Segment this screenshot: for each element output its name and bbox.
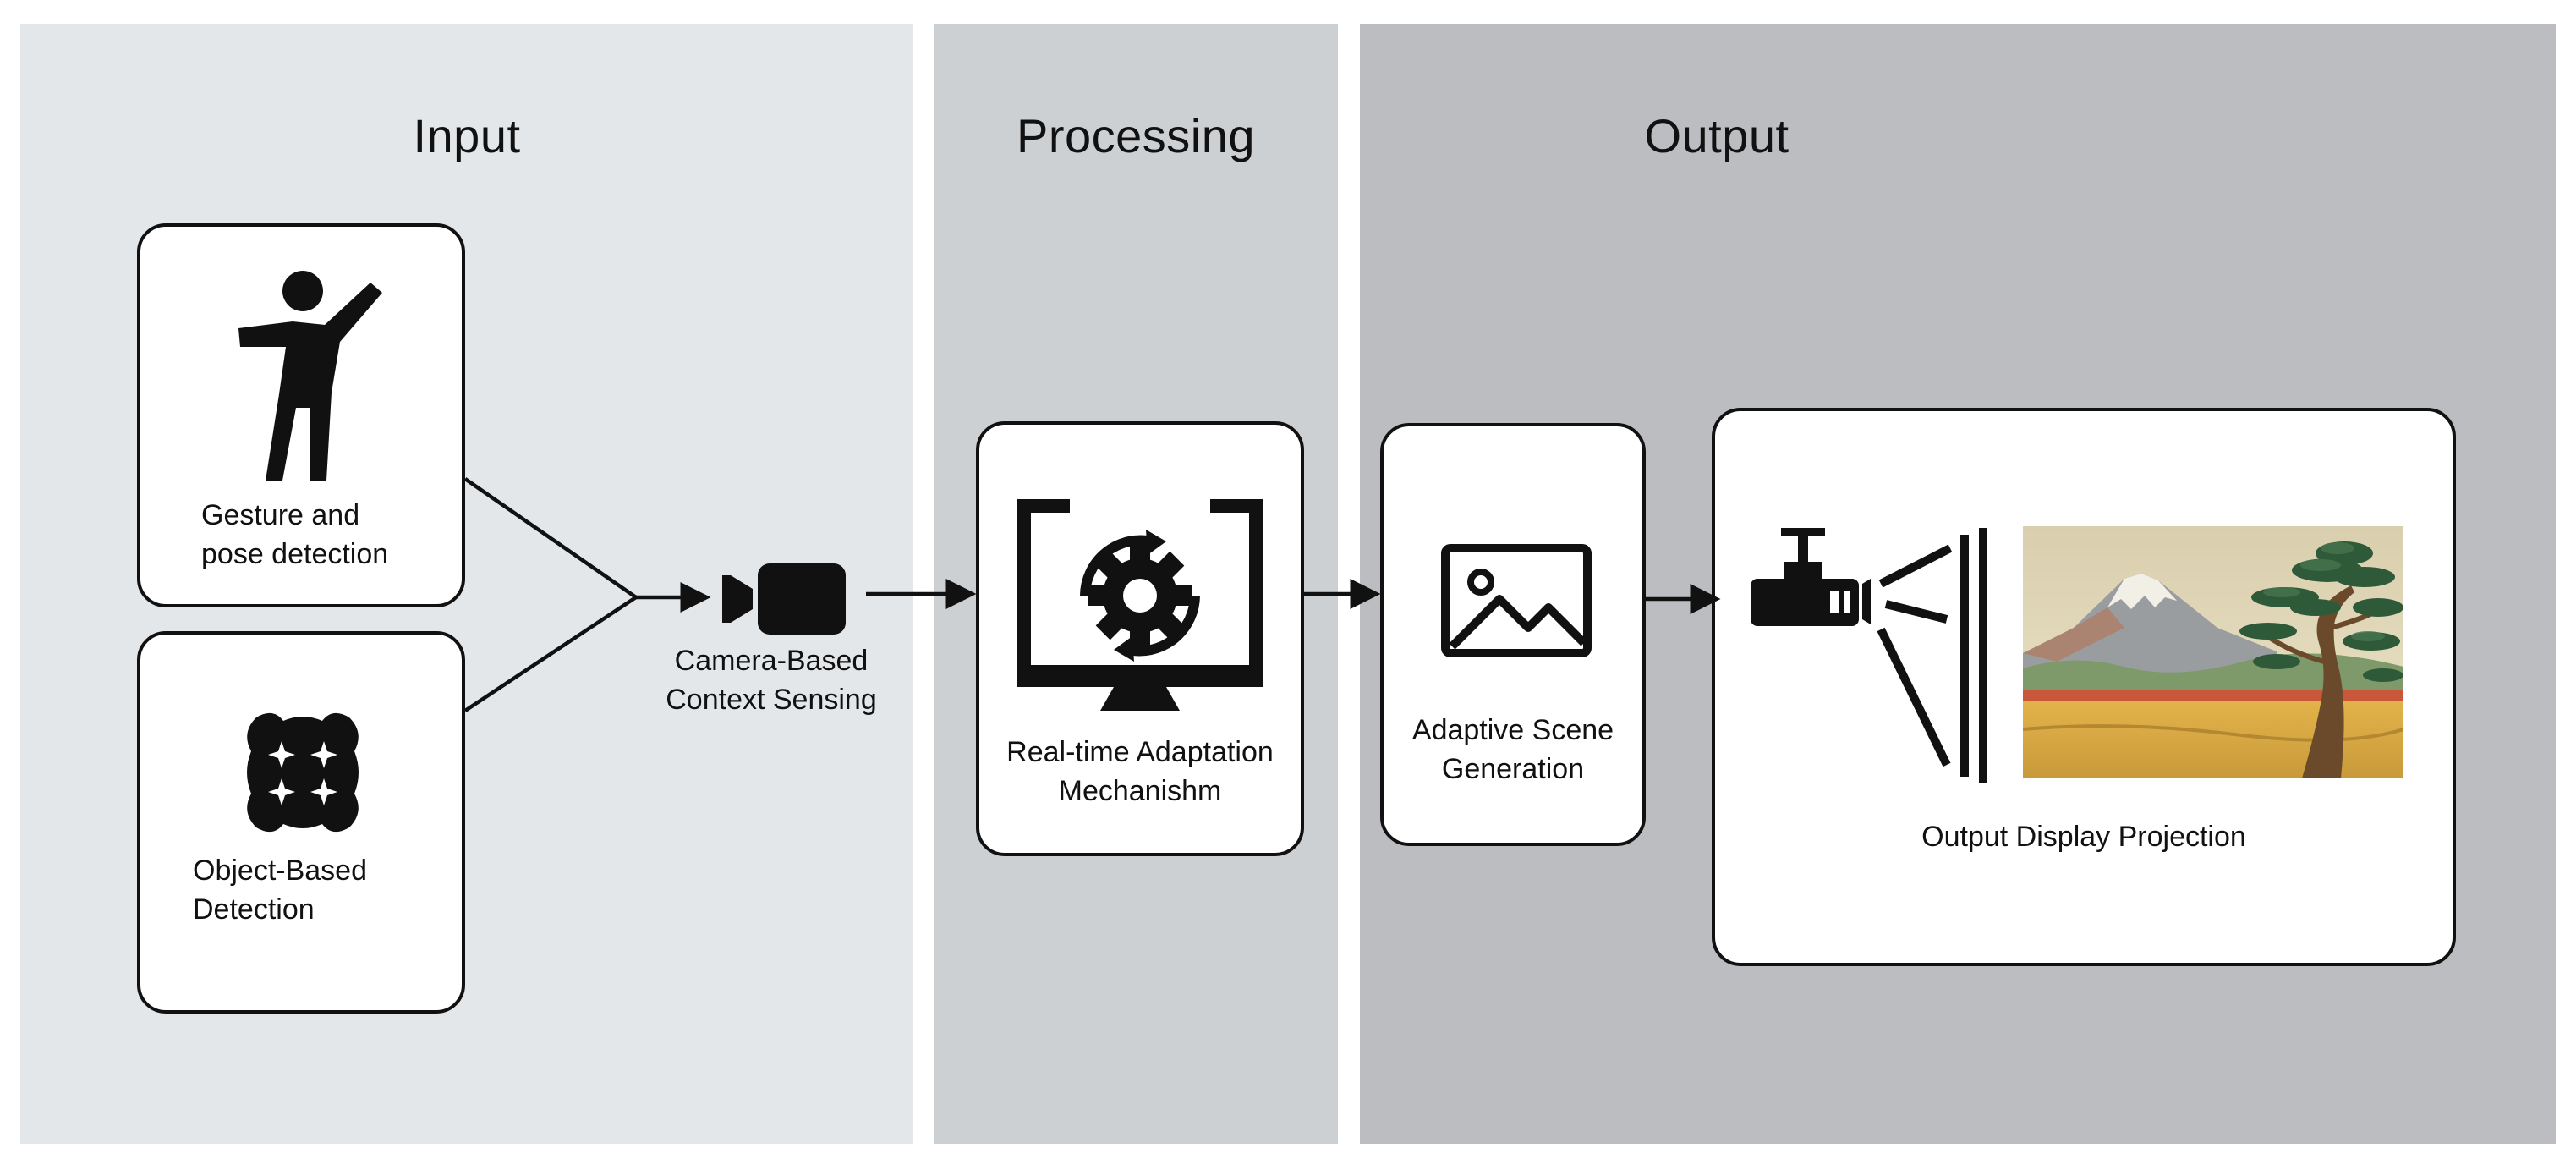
gesture-to-merge-line bbox=[463, 477, 638, 599]
gesture-card: Gesture and pose detection bbox=[137, 223, 465, 607]
cushion-object-icon bbox=[247, 712, 359, 833]
processing-panel-title: Processing bbox=[1016, 109, 1256, 162]
projector-icon bbox=[1751, 528, 1987, 783]
person-pose-icon bbox=[238, 271, 382, 481]
monitor-gear-refresh-icon bbox=[1017, 499, 1263, 711]
input-panel-title: Input bbox=[413, 109, 521, 162]
object-label-line2: Detection bbox=[193, 893, 315, 926]
scene-label-line1: Adaptive Scene bbox=[1411, 714, 1614, 746]
object-card: Object-Based Detection bbox=[137, 631, 465, 1014]
projection-label: Output Display Projection bbox=[1921, 821, 2246, 853]
scene-card: Adaptive Scene Generation bbox=[1380, 423, 1646, 846]
projection-card: Output Display Projection bbox=[1712, 408, 2456, 966]
adaptation-label-line2: Mechanishm bbox=[1058, 775, 1222, 807]
adaptation-card: Real-time Adaptation Mechanishm bbox=[976, 421, 1304, 856]
scene-label-line2: Generation bbox=[1441, 753, 1585, 785]
adaptation-label-line1: Real-time Adaptation bbox=[1006, 736, 1274, 768]
mount-fuji-painting bbox=[2023, 526, 2403, 778]
camera-label-line2: Context Sensing bbox=[666, 684, 877, 716]
object-to-merge-line bbox=[463, 596, 638, 712]
camera-label: Camera-Based Context Sensing bbox=[653, 641, 890, 719]
output-panel-title: Output bbox=[1644, 109, 1789, 162]
video-camera-icon bbox=[722, 563, 846, 635]
object-label-line1: Object-Based bbox=[193, 855, 367, 887]
gesture-label-line1: Gesture and bbox=[201, 499, 360, 531]
camera-label-line1: Camera-Based bbox=[674, 645, 869, 677]
gesture-label-line2: pose detection bbox=[201, 538, 389, 570]
image-landscape-icon bbox=[1441, 544, 1592, 657]
